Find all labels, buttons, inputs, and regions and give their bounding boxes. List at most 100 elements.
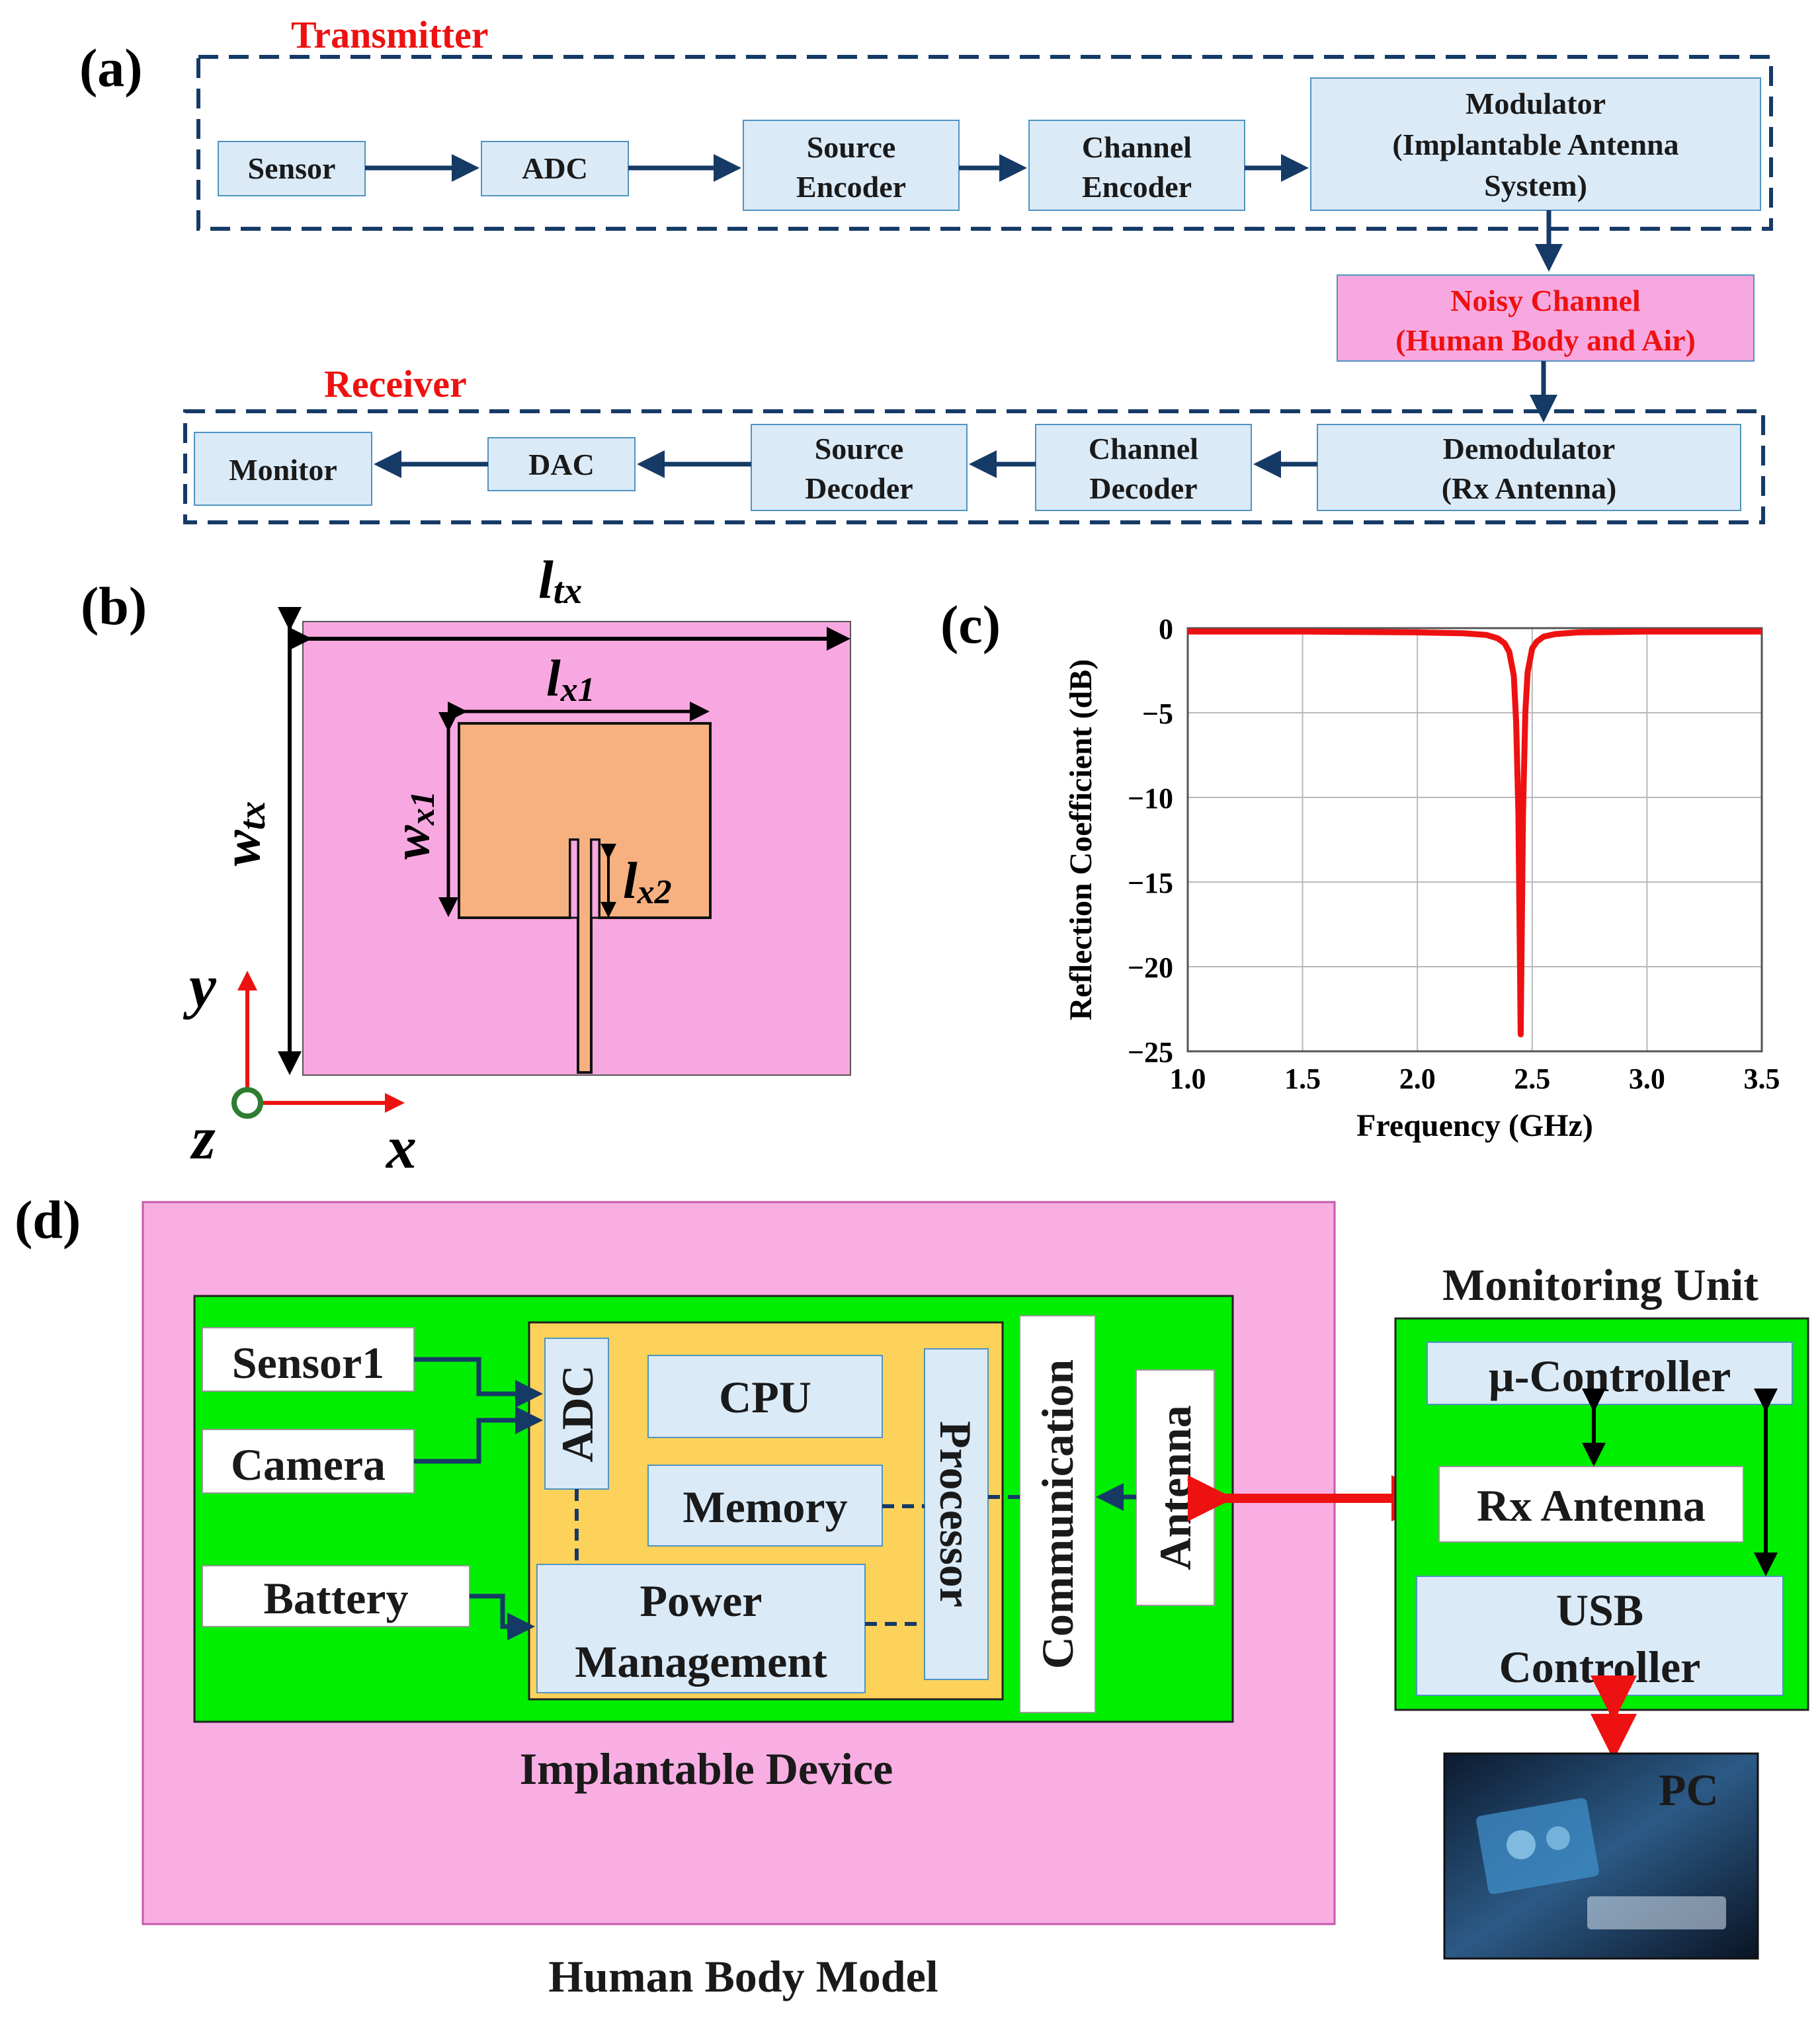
axis-x-label: x: [385, 1113, 417, 1181]
rx-monitor-label: Monitor: [229, 453, 337, 487]
input-sensor1: Sensor1: [202, 1327, 415, 1392]
input-battery-label: Battery: [263, 1573, 408, 1623]
tx-block-sensor-label: Sensor: [248, 151, 336, 185]
pc-label: PC: [1659, 1765, 1719, 1815]
tx-modulator-line1: Modulator: [1466, 87, 1606, 120]
axis-y-label: y: [183, 952, 217, 1020]
tx-block-channel-encoder: Channel Encoder: [1028, 120, 1245, 211]
axis-z-origin: [231, 1087, 263, 1119]
tx-source-encoder-line2: Encoder: [796, 170, 906, 204]
chart-x-tick-label: 2.5: [1514, 1063, 1550, 1095]
chart-y-ticks: 0 −5 −10 −15 −20 −25: [1128, 613, 1173, 1069]
noisy-channel-line2: (Human Body and Air): [1395, 323, 1696, 357]
memory-block: Memory: [647, 1465, 883, 1547]
rx-block-channel-decoder: Channel Decoder: [1035, 424, 1252, 511]
panel-b: (b) ltx wtx lx1 wx1 lx2 y x z: [81, 549, 851, 1181]
rx-block-monitor: Monitor: [194, 432, 372, 506]
rx-antenna-block: Rx Antenna: [1438, 1466, 1744, 1543]
tx-channel-encoder-line2: Encoder: [1082, 170, 1192, 204]
antenna-block: Antenna: [1136, 1369, 1215, 1606]
adc-label: ADC: [552, 1365, 602, 1462]
chart-y-tick-label: −20: [1128, 951, 1173, 984]
rx-antenna-label: Rx Antenna: [1477, 1480, 1706, 1531]
chart-grid: [1187, 627, 1762, 1052]
arrow-sensor1-adc: [414, 1357, 543, 1408]
usb-controller-line1: USB: [1556, 1585, 1643, 1635]
rx-dac-label: DAC: [528, 448, 595, 481]
chart-y-tick-label: −10: [1128, 782, 1173, 815]
chart-y-tick-label: −5: [1142, 698, 1173, 730]
chart-y-tick-label: −25: [1128, 1036, 1173, 1069]
cpu-label: CPU: [719, 1372, 811, 1422]
left-slot: [569, 838, 579, 919]
tx-block-adc: ADC: [481, 141, 629, 196]
panel-c-label: (c): [940, 594, 1001, 655]
rx-channel-decoder-line2: Decoder: [1089, 471, 1197, 505]
usb-controller-line2: Controller: [1499, 1642, 1701, 1692]
chart-xlabel: Frequency (GHz): [1356, 1108, 1593, 1143]
tx-modulator-line2: (Implantable Antenna: [1392, 128, 1678, 161]
memory-label: Memory: [682, 1482, 847, 1532]
panel-d-label: (d): [15, 1190, 81, 1250]
pc-keyboard-icon: [1587, 1896, 1726, 1929]
pc-monitor-icon: [1476, 1798, 1599, 1894]
series-line: [1188, 628, 1762, 1037]
rx-block-source-decoder: Source Decoder: [751, 424, 968, 511]
tx-block-modulator: Modulator (Implantable Antenna System): [1310, 77, 1761, 211]
arrow-battery-power: [470, 1594, 535, 1640]
tx-block-adc-label: ADC: [522, 151, 588, 185]
processor-label: Processor: [931, 1421, 981, 1607]
input-sensor1-label: Sensor1: [232, 1338, 384, 1388]
axis-z-label: z: [190, 1104, 216, 1172]
receiver-title: Receiver: [324, 362, 467, 405]
input-battery: Battery: [202, 1565, 470, 1627]
chart-y-tick-label: −15: [1128, 867, 1173, 899]
tx-channel-encoder-line1: Channel: [1082, 130, 1192, 164]
pc-image: PC: [1443, 1752, 1759, 1960]
dim-ltx-label: ltx: [538, 549, 582, 612]
dim-wtx-label: wtx: [211, 801, 273, 866]
chart-x-tick-label: 3.0: [1629, 1063, 1665, 1095]
chart-x-tick-label: 1.5: [1284, 1063, 1321, 1095]
tx-modulator-line3: System): [1484, 169, 1587, 202]
processor-block: Processor: [924, 1348, 989, 1680]
tx-source-encoder-line1: Source: [807, 130, 896, 164]
usb-controller-block: USB Controller: [1416, 1576, 1784, 1696]
chart-y-tick-label: 0: [1159, 613, 1173, 645]
right-slot: [590, 838, 600, 919]
antenna-label: Antenna: [1150, 1405, 1200, 1570]
panel-a: (a) Transmitter Sensor ADC Source Encode…: [79, 13, 1773, 524]
noisy-channel: Noisy Channel (Human Body and Air): [1337, 274, 1755, 362]
chart-x-ticks: 1.0 1.5 2.0 2.5 3.0 3.5: [1170, 1063, 1780, 1095]
chart-plot-frame: [1186, 627, 1763, 1053]
rx-source-decoder-line1: Source: [815, 432, 904, 465]
implantable-device-title: Implantable Device: [520, 1744, 893, 1794]
adc-block: ADC: [544, 1338, 609, 1490]
panel-b-label: (b): [81, 576, 147, 636]
monitoring-unit-title: Monitoring Unit: [1442, 1260, 1758, 1310]
cpu-block: CPU: [647, 1355, 883, 1438]
chart-x-tick-label: 2.0: [1399, 1063, 1436, 1095]
rx-block-dac: DAC: [487, 437, 636, 491]
communication-label: Communication: [1032, 1359, 1083, 1669]
dim-lx1-label: lx1: [546, 649, 595, 709]
receiver-frame: [183, 409, 1765, 524]
tx-block-sensor: Sensor: [218, 141, 366, 196]
panel-c: (c) 0 −5 −10 −15 −20 −25 1.0 1.5 2.0 2.5 3.0 3.5 F…: [940, 594, 1780, 1143]
dim-wx1-label: wx1: [382, 791, 442, 860]
communication-block: Communication: [1019, 1315, 1096, 1713]
noisy-channel-line1: Noisy Channel: [1450, 284, 1641, 317]
power-management-line2: Management: [575, 1636, 827, 1687]
mu-controller-block: µ-Controller: [1427, 1342, 1793, 1405]
panel-d: (d) Sensor1 Camera Battery ADC CPU: [15, 1190, 1809, 2001]
power-management-line1: Power: [640, 1576, 762, 1626]
arrow-camera-adc: [414, 1406, 543, 1464]
chart-x-tick-label: 1.0: [1170, 1063, 1206, 1095]
tx-block-source-encoder: Source Encoder: [743, 120, 960, 211]
input-camera: Camera: [202, 1429, 415, 1494]
transmitter-frame: [196, 55, 1773, 231]
dim-lx2-label: lx2: [623, 852, 672, 911]
chart-x-tick-label: 3.5: [1744, 1063, 1780, 1095]
rx-block-demodulator: Demodulator (Rx Antenna): [1317, 424, 1741, 511]
